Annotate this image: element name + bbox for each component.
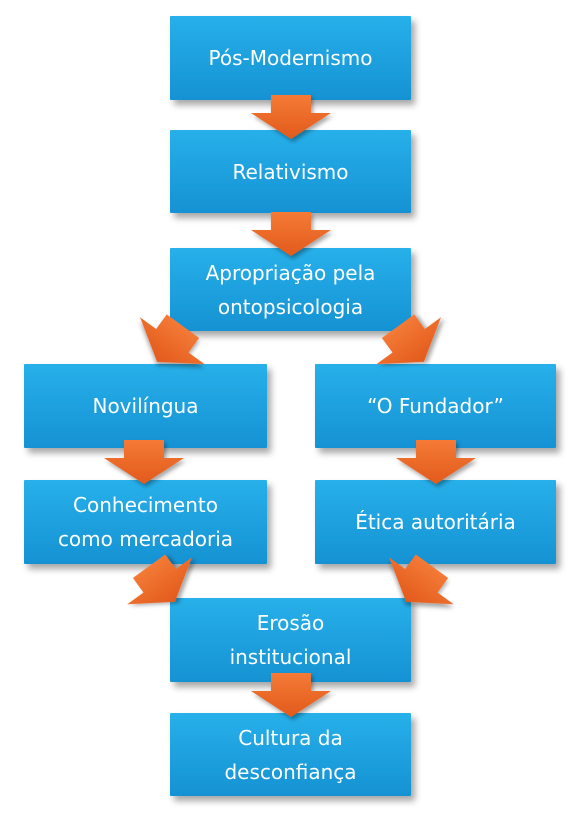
node-conhecimento: Conhecimento como mercadoria (24, 480, 267, 564)
node-pos-modernismo: Pós-Modernismo (170, 16, 411, 100)
node-novilingua: Novilíngua (24, 364, 267, 448)
node-o-fundador: “O Fundador” (315, 364, 556, 448)
node-relativismo: Relativismo (170, 130, 411, 213)
node-apropriacao: Apropriação pela ontopsicologia (170, 248, 411, 331)
node-cultura: Cultura da desconfiança (170, 713, 411, 796)
node-etica: Ética autoritária (315, 480, 556, 564)
node-erosao: Erosão institucional (170, 598, 411, 682)
